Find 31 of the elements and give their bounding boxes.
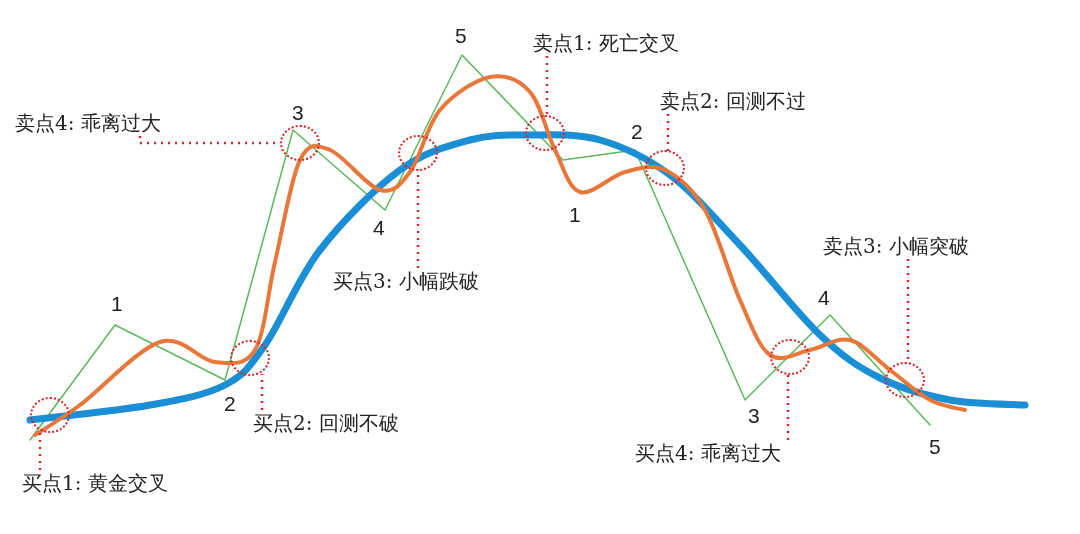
- wave-number: 2: [631, 120, 643, 144]
- leader-line: [38, 431, 42, 470]
- wave-number: 5: [455, 24, 467, 48]
- marker-circle: [398, 135, 438, 171]
- marker-circle: [30, 397, 70, 433]
- callout-text: 卖点1: 死亡交叉: [533, 30, 679, 56]
- callout-text: 买点2: 回测不破: [253, 410, 399, 436]
- wave-number: 1: [111, 292, 123, 316]
- marker-circle: [525, 115, 565, 151]
- wave-number: 3: [292, 101, 304, 125]
- marker-circle: [645, 150, 685, 186]
- callout-text: 买点4: 乖离过大: [635, 440, 781, 466]
- wave-number: 1: [569, 203, 581, 227]
- callout-text: 卖点2: 回测不过: [660, 88, 806, 114]
- callout-text: 买点3: 小幅跌破: [333, 268, 479, 294]
- callout-text: 卖点3: 小幅突破: [823, 233, 969, 259]
- leader-line: [260, 374, 264, 410]
- leader-line: [666, 114, 670, 152]
- callout-text: 卖点4: 乖离过大: [15, 110, 161, 136]
- wave-number: 4: [818, 286, 830, 310]
- marker-circle: [770, 339, 810, 375]
- wave-number: 2: [224, 392, 236, 416]
- marker-circle: [280, 125, 320, 161]
- leader-line: [545, 56, 549, 117]
- wave-number: 4: [373, 216, 385, 240]
- wave-number: 5: [929, 435, 941, 459]
- callout-text: 买点1: 黄金交叉: [22, 470, 168, 496]
- wave-number: 3: [748, 404, 760, 428]
- leader-line: [786, 373, 790, 440]
- marker-circle: [230, 340, 270, 376]
- marker-circle: [885, 362, 925, 398]
